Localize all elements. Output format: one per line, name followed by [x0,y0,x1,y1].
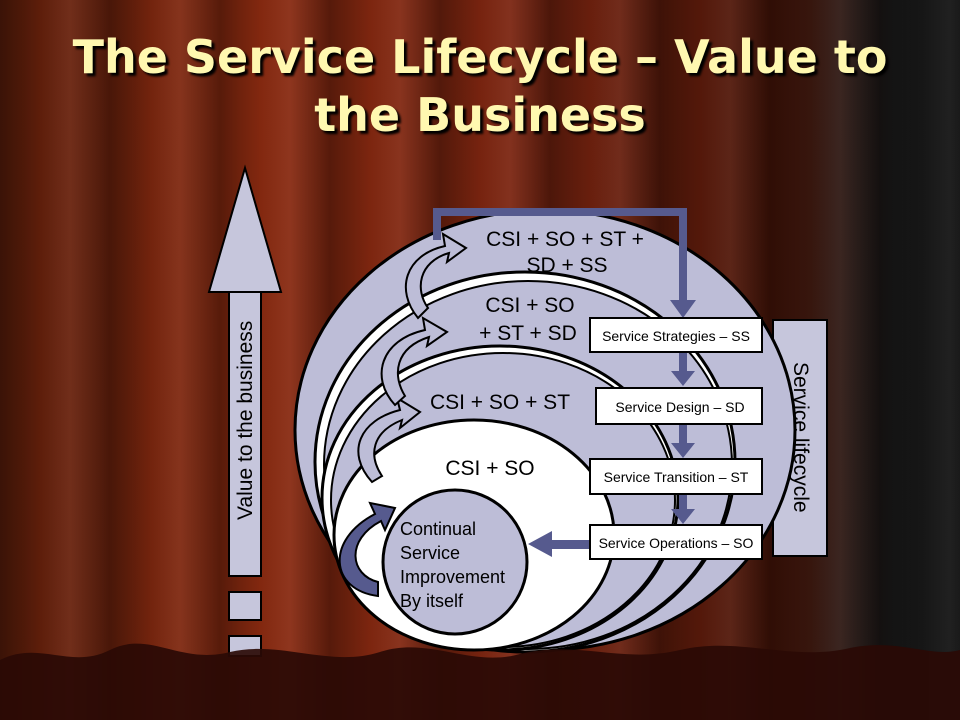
stage-box-so [589,524,763,560]
stage-box-st [589,458,763,495]
core-text: Continual Service Improvement By itself [400,519,505,611]
core-line-1: Continual [400,519,476,539]
circle-label-ss-1: CSI + SO + ST + [486,228,644,251]
stage-label-so: Service Operations – SO [599,535,754,551]
stage-label-ss: Service Strategies – SS [602,328,750,344]
curved-arrow-2 [357,395,422,484]
circle-label-ss-2: SD + SS [526,254,607,277]
circle-label-sd-2: + ST + SD [479,322,577,345]
stage-box-sd [595,387,763,425]
stage-connectors [671,353,695,524]
circle-label-st: CSI + SO + ST [430,391,570,414]
core-line-4: By itself [400,591,464,611]
stage-box-ss [589,317,763,353]
stage-boxes: Service Strategies – SS Service Design –… [589,317,763,560]
core-line-2: Service [400,543,460,563]
value-arrow-block-1 [228,591,262,621]
bracket-arrow [433,208,687,300]
lifecycle-label: Service lifecycle [789,362,812,513]
slide-title: The Service Lifecycle – Value to the Bus… [72,30,888,142]
circle-csi [381,488,529,636]
so-to-csi-arrow [528,531,592,557]
bracket-arrowhead [670,300,696,318]
circle-label-sd-1: CSI + SO [485,294,574,317]
value-arrow: Value to the business [207,164,283,657]
core-line-3: Improvement [400,567,505,587]
circle-label-so: CSI + SO [445,457,534,480]
stage-label-sd: Service Design – SD [615,399,744,415]
curved-arrow-3 [380,316,449,407]
value-axis-label: Value to the business [234,321,257,520]
curved-arrow-4 [404,232,468,320]
curved-arrow-1 [338,501,397,598]
stage-floor [0,643,960,720]
growth-arrows [338,232,468,598]
stage-label-st: Service Transition – ST [604,469,749,485]
